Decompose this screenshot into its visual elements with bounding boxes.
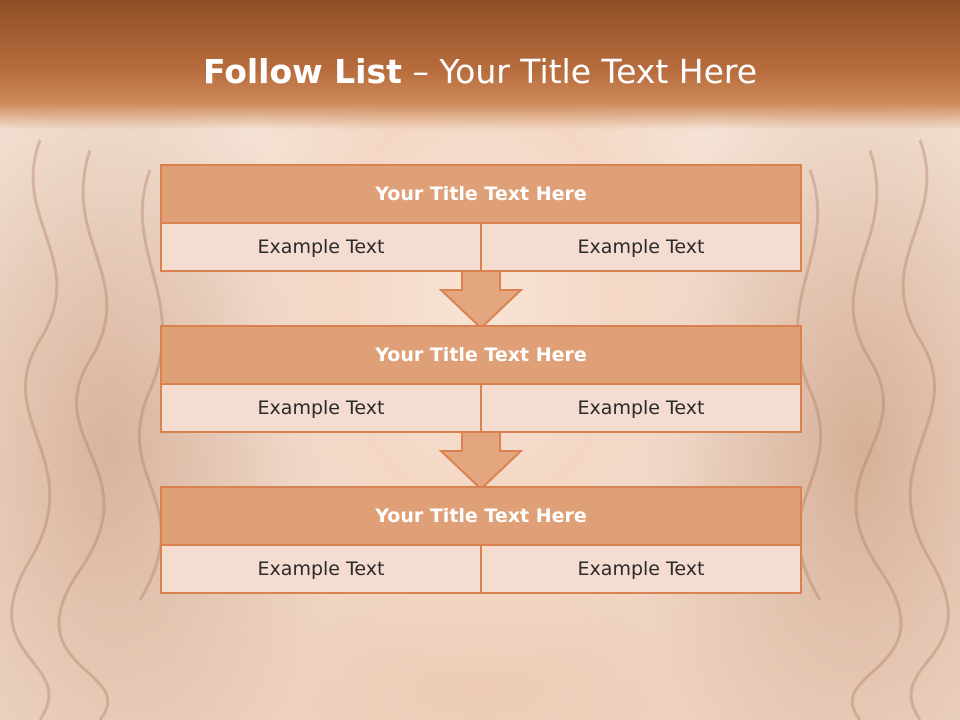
slide-title: Follow List – Your Title Text Here — [0, 52, 960, 91]
step-block-3: Your Title Text Here Example Text Exampl… — [160, 486, 802, 594]
step-block-2: Your Title Text Here Example Text Exampl… — [160, 325, 802, 433]
down-arrow-icon — [438, 431, 524, 491]
step-row: Example Text Example Text — [162, 546, 800, 592]
step-cell-right: Example Text — [480, 385, 800, 431]
step-row: Example Text Example Text — [162, 385, 800, 431]
down-arrow-icon — [438, 270, 524, 330]
step-cell-left: Example Text — [162, 385, 480, 431]
header-bar — [0, 0, 960, 130]
step-cell-right: Example Text — [480, 546, 800, 592]
step-title: Your Title Text Here — [162, 327, 800, 385]
step-block-1: Your Title Text Here Example Text Exampl… — [160, 164, 802, 272]
step-title: Your Title Text Here — [162, 488, 800, 546]
step-cell-left: Example Text — [162, 224, 480, 270]
step-cell-left: Example Text — [162, 546, 480, 592]
slide-title-bold: Follow List — [202, 52, 402, 91]
step-title: Your Title Text Here — [162, 166, 800, 224]
step-row: Example Text Example Text — [162, 224, 800, 270]
step-cell-right: Example Text — [480, 224, 800, 270]
slide-title-rest: – Your Title Text Here — [401, 52, 758, 91]
